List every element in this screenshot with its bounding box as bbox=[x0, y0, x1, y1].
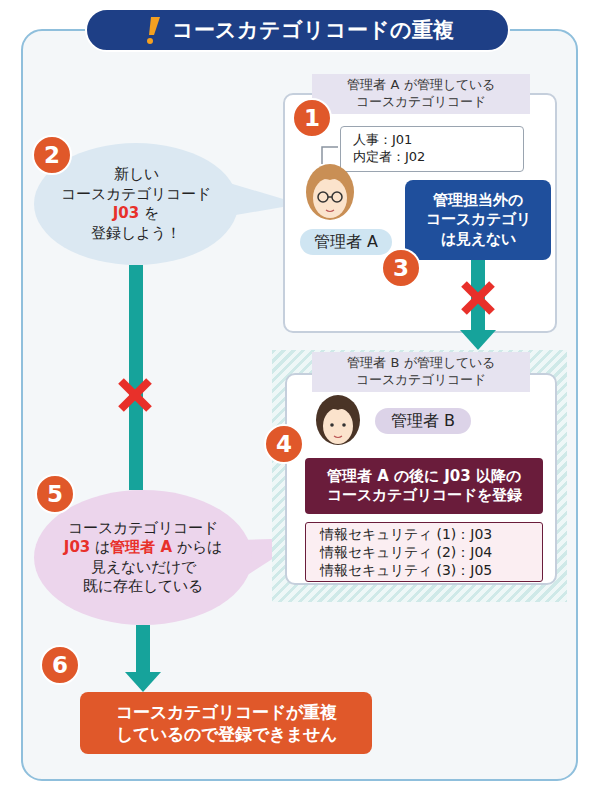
node-text: 内定者：J02 bbox=[353, 149, 425, 164]
cross-mark bbox=[464, 284, 492, 312]
node-box: 新しい コースカテゴリコードJ03 を登録しよう！ bbox=[34, 143, 238, 265]
text-line: 既に存在している bbox=[48, 577, 238, 597]
node-text: 情報セキュリティ (1)：J03 bbox=[320, 526, 492, 542]
node-box: 管理者 B bbox=[375, 408, 471, 434]
flow-arrow bbox=[129, 265, 143, 490]
node-text: 管理者 B bbox=[391, 411, 455, 430]
node-text: 既に存在している bbox=[83, 577, 203, 595]
cross-mark bbox=[121, 381, 149, 409]
text-wrap: 管理者 B bbox=[391, 411, 455, 432]
node-text: 登録しよう！ bbox=[91, 224, 181, 242]
text-line: コースカテゴリコード bbox=[48, 519, 238, 539]
text-line: 内定者：J02 bbox=[353, 149, 511, 166]
node-text: J03 bbox=[113, 204, 139, 222]
callout-number: 6 bbox=[40, 645, 80, 685]
node-text: 人事：J01 bbox=[353, 132, 412, 147]
text-line: 管理者 B bbox=[391, 411, 455, 432]
arrow-shaft bbox=[129, 265, 143, 490]
flow-arrow bbox=[125, 625, 161, 692]
node-text: コースカテゴリコードが重複 しているので登録できません bbox=[116, 702, 337, 744]
node-text: 情報セキュリティ (3)：J05 bbox=[320, 562, 492, 578]
text-wrap: 情報セキュリティ (1)：J03 情報セキュリティ (2)：J04 情報セキュリティ… bbox=[320, 525, 528, 580]
node-box: コースカテゴリコードJ03 は管理者 A からは見えないだけで既に存在している bbox=[34, 490, 252, 625]
node-box: 管理者 A bbox=[300, 229, 392, 255]
text-line: コースカテゴリコードが重複 しているので登録できません bbox=[90, 701, 362, 745]
text-line: 管理者 A の後に J03 以降の コースカテゴリコードを登録 bbox=[311, 467, 537, 506]
region-tab: 管理者 A が管理している コースカテゴリコード bbox=[312, 74, 530, 114]
text-wrap: 管理者 A bbox=[314, 232, 378, 253]
node-text: 新しい コースカテゴリコード bbox=[61, 165, 211, 203]
text-line: 情報セキュリティ (2)：J04 bbox=[320, 543, 528, 561]
node-text: を bbox=[144, 204, 159, 222]
text-line: 情報セキュリティ (1)：J03 bbox=[320, 525, 528, 543]
node-text: は bbox=[95, 538, 110, 556]
text-line: J03 を bbox=[54, 204, 219, 224]
region-heading: 管理者 B が管理している コースカテゴリコード bbox=[312, 355, 530, 389]
text-line: 情報セキュリティ (3)：J05 bbox=[320, 561, 528, 579]
node-box: 人事：J01 内定者：J02 bbox=[340, 126, 524, 172]
node-text: J03 bbox=[64, 538, 90, 556]
title-text: コースカテゴリコードの重複 bbox=[172, 16, 454, 44]
text-wrap: コースカテゴリコードが重複 しているので登録できません bbox=[90, 701, 362, 745]
text-line: 登録しよう！ bbox=[54, 224, 219, 244]
text-wrap: 管理担当外の コースカテゴリ は見えない bbox=[411, 191, 545, 250]
text-wrap: 管理者 A の後に J03 以降の コースカテゴリコードを登録 bbox=[311, 467, 537, 506]
node-box: 管理担当外の コースカテゴリ は見えない bbox=[405, 180, 551, 260]
text-wrap: 人事：J01 内定者：J02 bbox=[353, 132, 511, 166]
node-text: 情報セキュリティ (2)：J04 bbox=[320, 544, 492, 560]
node-text: 管理者 A bbox=[314, 232, 378, 251]
node-box: コースカテゴリコードが重複 しているので登録できません bbox=[80, 692, 372, 754]
text-line: 新しい コースカテゴリコード bbox=[54, 165, 219, 204]
admin-a-avatar bbox=[306, 164, 354, 220]
admin-b-avatar bbox=[316, 395, 360, 445]
text-line: 見えないだけで bbox=[48, 558, 238, 578]
leader-line bbox=[322, 147, 338, 164]
node-text: 管理者 A bbox=[110, 538, 172, 556]
node-text: 見えないだけで bbox=[91, 558, 196, 576]
alert-icon bbox=[142, 15, 164, 45]
group-region: 管理者 A が管理している コースカテゴリコード人事：J01内定者：J02管理者… bbox=[283, 93, 557, 333]
text-line: 人事：J01 bbox=[353, 132, 511, 149]
node-text: 管理担当外の コースカテゴリ は見えない bbox=[426, 191, 531, 248]
arrow-shaft bbox=[136, 625, 150, 674]
arrow-head bbox=[125, 672, 161, 692]
text-line: 管理者 A bbox=[314, 232, 378, 253]
node-text: 管理者 A の後に J03 以降の コースカテゴリコードを登録 bbox=[327, 467, 522, 505]
region-tab: 管理者 B が管理している コースカテゴリコード bbox=[312, 352, 530, 392]
text-line: J03 は管理者 A からは bbox=[48, 538, 238, 558]
outer-frame bbox=[22, 30, 577, 780]
text-wrap: 新しい コースカテゴリコードJ03 を登録しよう！ bbox=[54, 165, 219, 243]
node-text: からは bbox=[177, 538, 222, 556]
arrow-shaft bbox=[471, 260, 485, 332]
node-box: 管理者 A の後に J03 以降の コースカテゴリコードを登録 bbox=[305, 458, 543, 514]
text-wrap: コースカテゴリコードJ03 は管理者 A からは見えないだけで既に存在している bbox=[48, 519, 238, 597]
text-line: 管理担当外の コースカテゴリ は見えない bbox=[411, 191, 545, 250]
group-region: 管理者 B が管理している コースカテゴリコード管理者 B 管理者 A の後に J… bbox=[272, 350, 567, 602]
arrow-head bbox=[460, 330, 496, 350]
title-banner: コースカテゴリコードの重複 bbox=[85, 8, 510, 52]
node-box: 情報セキュリティ (1)：J03 情報セキュリティ (2)：J04 情報セキュリティ… bbox=[305, 522, 543, 582]
flow-arrow bbox=[460, 260, 496, 350]
region-heading: 管理者 A が管理している コースカテゴリコード bbox=[312, 77, 530, 111]
node-text: コースカテゴリコード bbox=[68, 519, 218, 537]
